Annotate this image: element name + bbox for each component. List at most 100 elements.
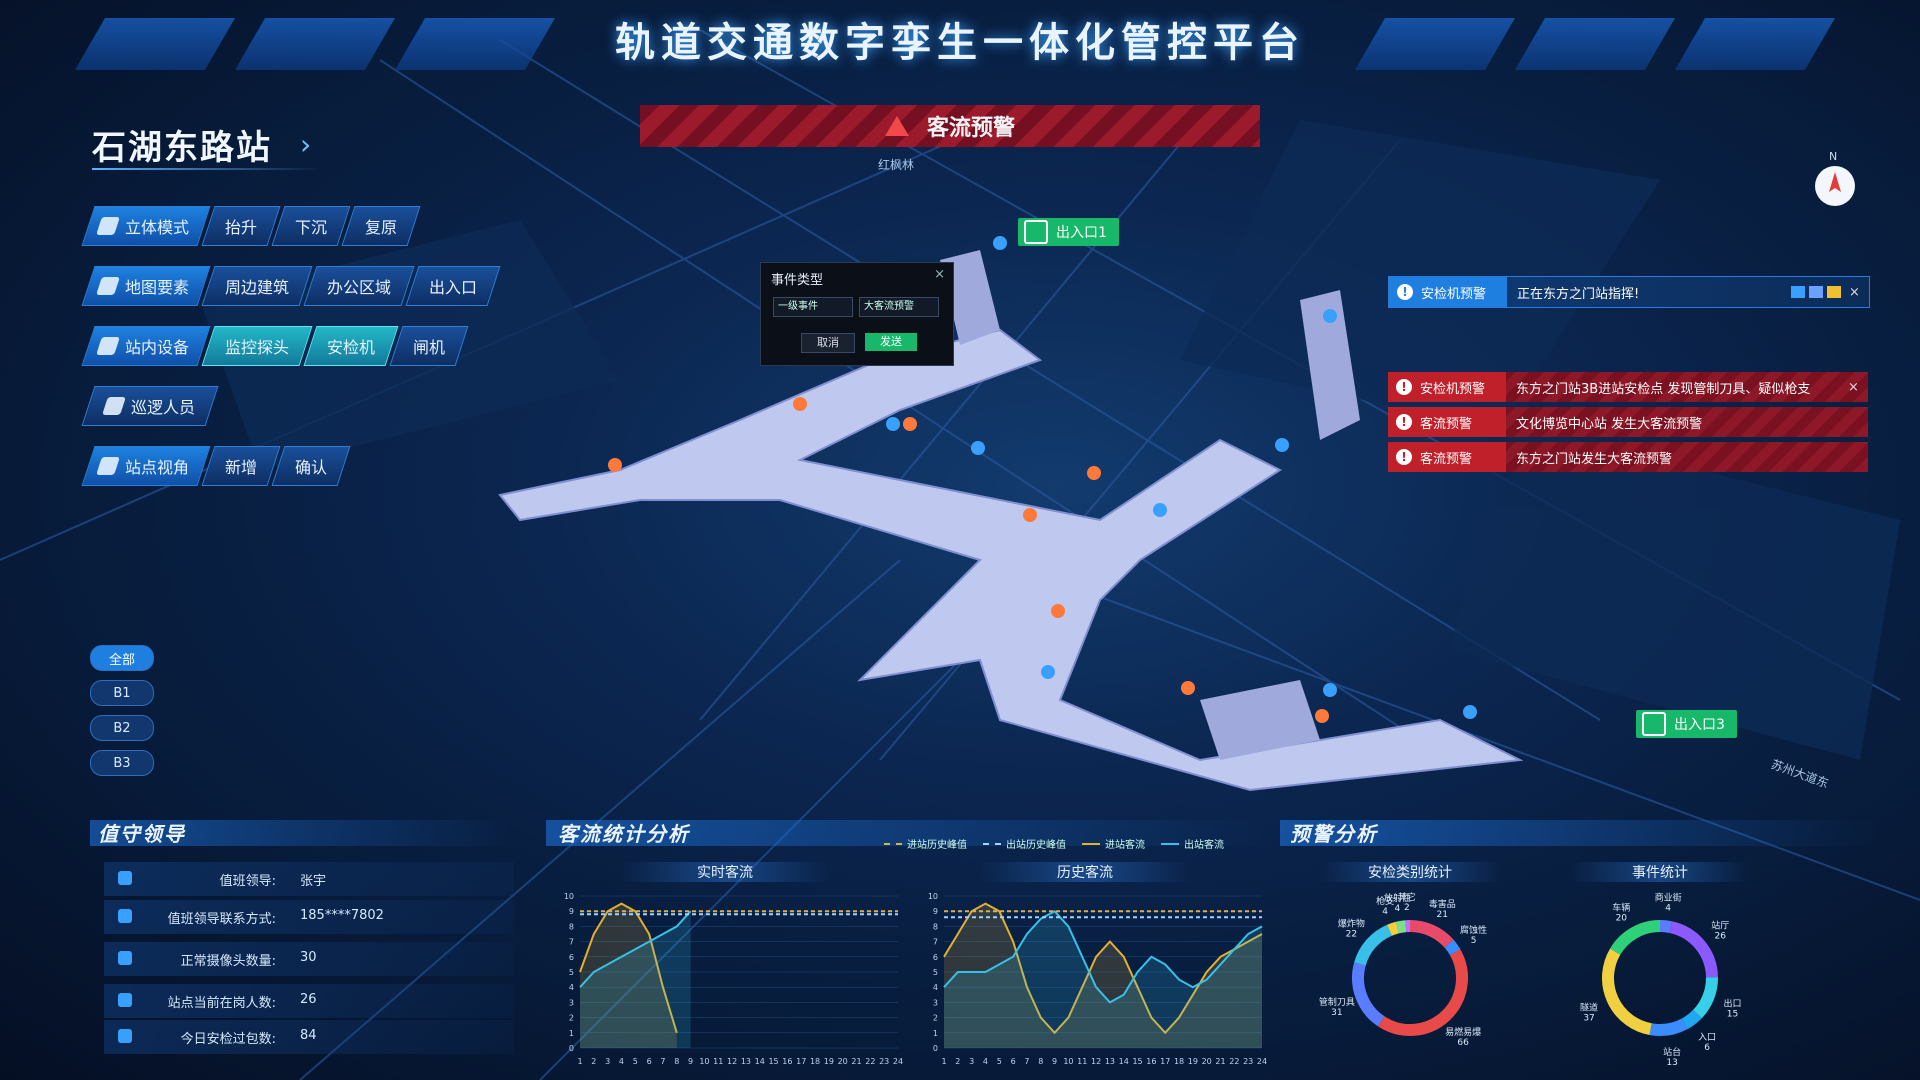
- person-icon: [118, 871, 132, 885]
- x-tick-label: 3: [969, 1057, 974, 1066]
- x-tick-label: 24: [893, 1057, 903, 1066]
- y-tick-label: 10: [928, 892, 938, 901]
- send-button[interactable]: 发送: [865, 333, 917, 351]
- series-area: [944, 911, 1262, 1048]
- y-tick-label: 7: [569, 938, 574, 947]
- slice-label: 其它: [1398, 891, 1416, 903]
- gate-button[interactable]: 闸机: [389, 326, 469, 366]
- donut-slice: [1659, 920, 1672, 934]
- close-icon[interactable]: ×: [934, 267, 945, 282]
- compass-icon[interactable]: [1815, 166, 1855, 206]
- slice-label: 隧道: [1580, 1001, 1598, 1013]
- alert-item[interactable]: !客流预警 东方之门站发生大客流预警: [1388, 442, 1868, 472]
- add-view-button[interactable]: 新增: [201, 446, 281, 486]
- camera-button[interactable]: 监控探头: [201, 326, 313, 366]
- mode-3d-button[interactable]: 立体模式: [81, 206, 211, 246]
- x-tick-label: 11: [1077, 1057, 1087, 1066]
- raise-button[interactable]: 抬升: [201, 206, 281, 246]
- alert-icon: !: [1396, 414, 1412, 430]
- duty-row: 今日安检过包数:84: [104, 1020, 514, 1054]
- exit-1-tag[interactable]: 出入口1: [1018, 218, 1119, 246]
- slice-label: 车辆: [1612, 901, 1630, 913]
- layers-icon: [96, 277, 120, 295]
- header-deco: [1674, 18, 1836, 70]
- x-tick-label: 3: [605, 1057, 610, 1066]
- x-tick-label: 22: [865, 1057, 875, 1066]
- map-elements-button[interactable]: 地图要素: [81, 266, 211, 306]
- station-view-button[interactable]: 站点视角: [81, 446, 211, 486]
- slice-label: 商业街: [1655, 891, 1682, 903]
- x-tick-label: 17: [796, 1057, 806, 1066]
- x-tick-label: 5: [633, 1057, 638, 1066]
- reset-button[interactable]: 复原: [341, 206, 421, 246]
- duty-panel-title: 值守领导: [98, 822, 186, 846]
- alert-item[interactable]: !安检机预警 东方之门站3B进站安检点 发现管制刀具、疑似枪支 ×: [1388, 372, 1868, 402]
- floor-b1[interactable]: B1: [90, 680, 154, 706]
- floor-b3[interactable]: B3: [90, 750, 154, 776]
- y-tick-label: 5: [933, 968, 938, 977]
- legend-item: 出站历史峰值: [983, 836, 1066, 851]
- series-line: [943, 902, 1263, 1035]
- x-tick-label: 15: [768, 1057, 778, 1066]
- slice-label: 站台: [1663, 1046, 1681, 1058]
- entrance-button[interactable]: 出入口: [405, 266, 501, 306]
- chevron-right-icon[interactable]: ›: [300, 128, 312, 161]
- header-deco: [234, 18, 396, 70]
- alert-action-icons: [1791, 286, 1849, 298]
- slice-value: 22: [1346, 930, 1357, 940]
- y-tick-label: 6: [569, 953, 574, 962]
- donut-slice: [1681, 1009, 1702, 1030]
- slice-label: 爆炸物: [1338, 918, 1365, 930]
- x-tick-label: 23: [879, 1057, 889, 1066]
- x-tick-label: 18: [810, 1057, 820, 1066]
- page-title: 轨道交通数字孪生一体化管控平台: [615, 20, 1305, 66]
- donut-slice: [1352, 962, 1385, 1027]
- header-deco: [1354, 18, 1516, 70]
- donut-slice: [1669, 921, 1718, 978]
- lower-button[interactable]: 下沉: [271, 206, 351, 246]
- phone-icon: [118, 909, 132, 923]
- x-tick-label: 4: [983, 1057, 988, 1066]
- slice-value: 5: [1471, 936, 1477, 946]
- alert-item[interactable]: !客流预警 文化博览中心站 发生大客流预警: [1388, 407, 1868, 437]
- passenger-flow-warning-banner[interactable]: 客流预警: [640, 105, 1260, 147]
- compass-north-label: N: [1829, 150, 1838, 163]
- x-tick-label: 12: [1091, 1057, 1101, 1066]
- close-icon[interactable]: ×: [1848, 379, 1859, 395]
- slice-value: 21: [1436, 910, 1447, 920]
- duty-row: 正常摄像头数量:30: [104, 942, 514, 976]
- x-tick-label: 17: [1160, 1057, 1170, 1066]
- camera-icon[interactable]: [1827, 286, 1841, 298]
- confirm-view-button[interactable]: 确认: [271, 446, 351, 486]
- panel-title-bar: [546, 820, 1266, 846]
- security-machine-button[interactable]: 安检机: [303, 326, 399, 366]
- people-icon: [102, 397, 126, 415]
- video-icon[interactable]: [1809, 286, 1823, 298]
- patrol-staff-button[interactable]: 巡逻人员: [81, 386, 219, 426]
- y-tick-label: 5: [569, 968, 574, 977]
- slice-label: 站厅: [1711, 919, 1729, 931]
- alert-tag: !客流预警: [1388, 407, 1506, 437]
- send-icon[interactable]: [1791, 286, 1805, 298]
- station-name[interactable]: 石湖东路站: [92, 128, 272, 168]
- floor-all[interactable]: 全部: [90, 645, 154, 671]
- event-kind-select[interactable]: 大客流预警: [859, 297, 939, 317]
- station-devices-button[interactable]: 站内设备: [81, 326, 211, 366]
- event-level-select[interactable]: 一级事件: [773, 297, 853, 317]
- series-area: [580, 911, 691, 1048]
- x-tick-label: 5: [997, 1057, 1002, 1066]
- nearby-buildings-button[interactable]: 周边建筑: [201, 266, 313, 306]
- floor-b2[interactable]: B2: [90, 715, 154, 741]
- office-area-button[interactable]: 办公区域: [303, 266, 415, 306]
- y-tick-label: 0: [933, 1044, 938, 1053]
- alert-item[interactable]: !安检机预警 正在东方之门站指挥! ×: [1388, 276, 1870, 308]
- x-tick-label: 24: [1257, 1057, 1267, 1066]
- exit-3-tag[interactable]: 出入口3: [1636, 710, 1737, 738]
- cancel-button[interactable]: 取消: [801, 333, 855, 353]
- close-icon[interactable]: ×: [1849, 284, 1860, 300]
- donut-slice: [1692, 977, 1718, 1019]
